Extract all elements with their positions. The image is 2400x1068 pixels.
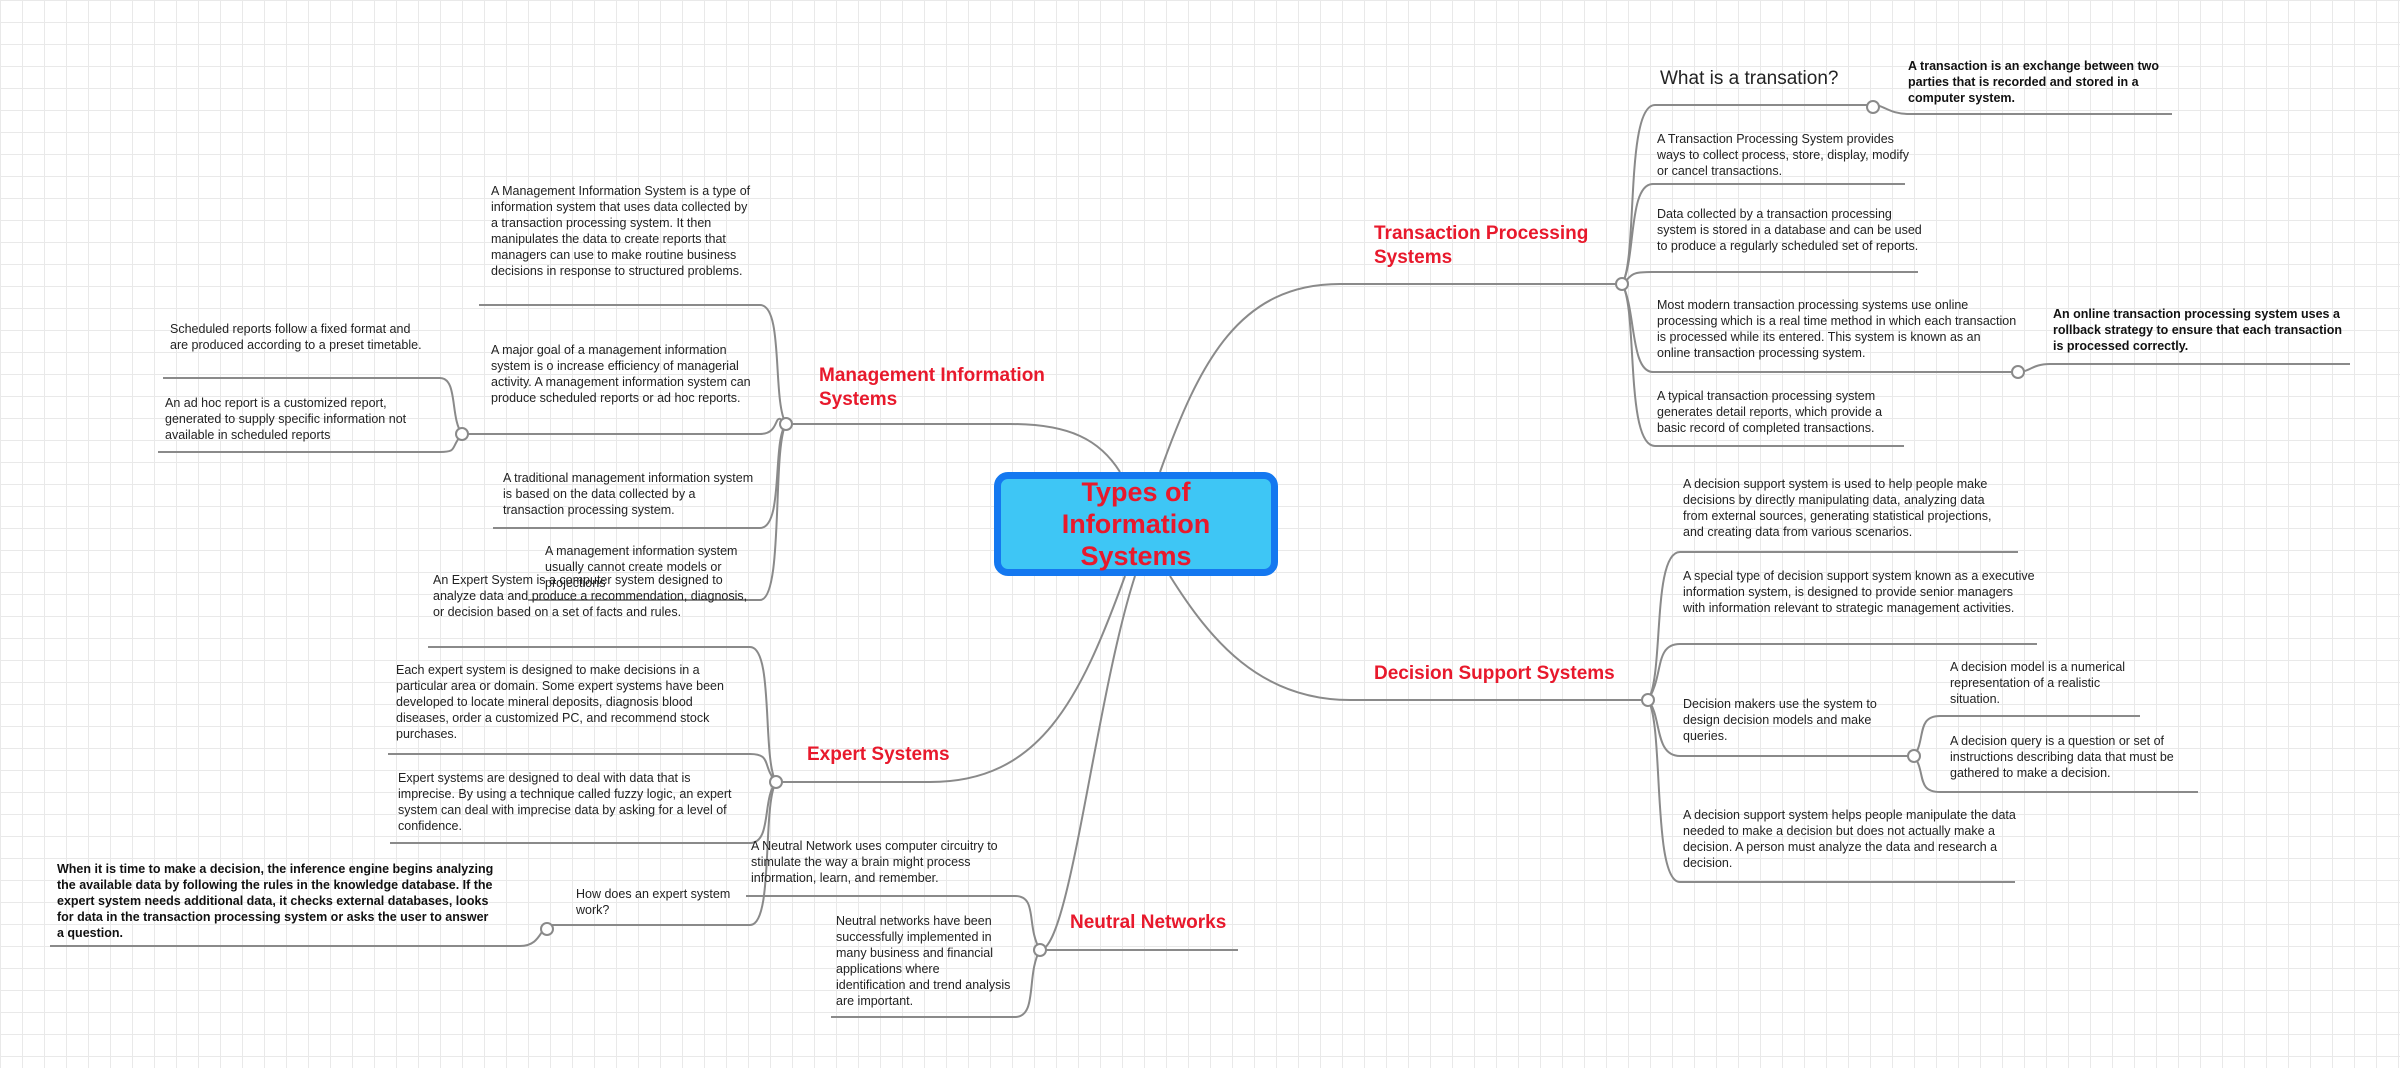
es-note-3[interactable]: Expert systems are designed to deal with…: [398, 771, 732, 833]
topic-management-information-systems[interactable]: Management Information Systems: [819, 365, 1045, 410]
mis-note-1[interactable]: A Management Information System is a typ…: [491, 184, 751, 278]
tps-note-3-sub[interactable]: An online transaction processing system …: [2053, 307, 2342, 353]
dss-note-1[interactable]: A decision support system is used to hel…: [1683, 477, 1992, 539]
mis-note-3[interactable]: A traditional management information sys…: [503, 471, 754, 517]
es-note-4[interactable]: How does an expert system work?: [576, 887, 731, 917]
tps-note-3[interactable]: Most modern transaction processing syste…: [1657, 298, 2017, 360]
dss-note-3[interactable]: Decision makers use the system to design…: [1683, 697, 1877, 743]
topic-expert-systems[interactable]: Expert Systems: [807, 744, 950, 765]
central-topic[interactable]: Types of Information Systems: [994, 472, 1278, 576]
dss-note-3-sub-2[interactable]: A decision query is a question or set of…: [1950, 734, 2174, 780]
topic-neutral-networks[interactable]: Neutral Networks: [1070, 912, 1227, 933]
tps-answer[interactable]: A transaction is an exchange between two…: [1908, 59, 2159, 105]
mis-note-2-sub-1[interactable]: Scheduled reports follow a fixed format …: [170, 322, 422, 352]
topic-decision-support-systems[interactable]: Decision Support Systems: [1374, 663, 1615, 684]
tps-note-1[interactable]: A Transaction Processing System provides…: [1657, 132, 1909, 178]
es-note-2[interactable]: Each expert system is designed to make d…: [396, 663, 724, 741]
mis-note-4[interactable]: A management information system usually …: [545, 544, 738, 590]
mis-note-2-sub-2[interactable]: An ad hoc report is a customized report,…: [165, 396, 407, 442]
nn-note-2[interactable]: Neutral networks have been successfully …: [836, 914, 1011, 1008]
nn-note-1[interactable]: A Neutral Network uses computer circuitr…: [751, 839, 998, 885]
tps-question[interactable]: What is a transation?: [1660, 68, 1839, 89]
dss-note-2[interactable]: A special type of decision support syste…: [1683, 569, 2035, 615]
dss-note-4[interactable]: A decision support system helps people m…: [1683, 808, 2016, 870]
tps-note-4[interactable]: A typical transaction processing system …: [1657, 389, 1883, 435]
dss-note-3-sub-1[interactable]: A decision model is a numerical represen…: [1950, 660, 2126, 706]
mis-note-2[interactable]: A major goal of a management information…: [491, 343, 751, 405]
topic-transaction-processing-systems[interactable]: Transaction Processing Systems: [1374, 223, 1589, 268]
es-note-4-sub[interactable]: When it is time to make a decision, the …: [57, 862, 494, 940]
es-note-1[interactable]: An Expert System is a computer system de…: [433, 573, 748, 619]
tps-note-2[interactable]: Data collected by a transaction processi…: [1657, 207, 1922, 253]
